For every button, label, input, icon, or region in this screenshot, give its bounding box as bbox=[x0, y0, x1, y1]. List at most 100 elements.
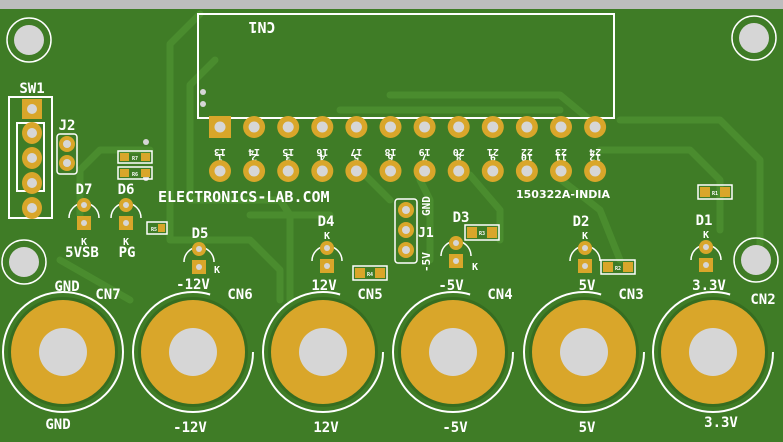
resistor-r6-pad-b bbox=[141, 169, 150, 177]
terminal-hole bbox=[169, 328, 217, 376]
sw1-pad-5-hole bbox=[27, 203, 37, 213]
led-ref-label: D5 bbox=[192, 226, 209, 242]
resistor-r2-label: R2 bbox=[615, 266, 621, 272]
led-cathode-mark: K bbox=[324, 231, 330, 242]
terminal-bottom-label: 12V bbox=[313, 420, 339, 436]
terminal-cn6: CN6-12V bbox=[132, 287, 254, 436]
led-ref-label: D1 bbox=[696, 213, 713, 229]
cn1-pin-number: 3 bbox=[285, 151, 291, 162]
cn1-pin-number-lower: 21 bbox=[487, 146, 499, 157]
led-ref-label: D2 bbox=[573, 214, 590, 230]
part-number: 150322A-INDIA bbox=[516, 188, 611, 201]
resistor-r3-outline bbox=[464, 224, 500, 241]
cn1-pin-number-lower: 17 bbox=[350, 146, 362, 157]
led-d3: D3-5VK bbox=[438, 210, 478, 294]
cn1-pin-number-lower: 18 bbox=[384, 146, 396, 157]
cn1-pin-number: 9 bbox=[490, 151, 496, 162]
resistor-r2: R2 bbox=[600, 259, 636, 275]
resistor-r7-label: R7 bbox=[132, 156, 138, 162]
terminal-hole bbox=[689, 328, 737, 376]
cn1-pin-number: 12 bbox=[589, 151, 601, 162]
terminal-ref-label: CN6 bbox=[227, 287, 252, 303]
resistor-r1: R1 bbox=[697, 184, 733, 200]
cn1-outline bbox=[197, 13, 615, 119]
led-cathode-mark: K bbox=[123, 237, 129, 248]
cn1-pin-number-lower: 24 bbox=[589, 146, 601, 157]
resistor-r6: R6 bbox=[117, 166, 153, 180]
led-pad-hole bbox=[703, 262, 709, 268]
cn1-top-pins bbox=[209, 116, 607, 138]
led-cathode-mark: K bbox=[582, 231, 588, 242]
cn1-pin-hole bbox=[419, 121, 431, 133]
led-pad-hole bbox=[582, 245, 588, 251]
resistor-r7-pad-b bbox=[141, 153, 150, 161]
led-pad-hole bbox=[81, 202, 87, 208]
cn1-pin-hole bbox=[521, 121, 533, 133]
terminal-outline bbox=[523, 291, 645, 413]
resistor-r5-outline bbox=[146, 221, 168, 235]
resistor-r6-pad-a bbox=[120, 169, 129, 177]
cn1-pin-hole bbox=[385, 121, 396, 133]
resistor-r4-pad-a bbox=[355, 268, 365, 278]
led-cathode-mark: K bbox=[214, 265, 220, 276]
led-name-label: 12V bbox=[311, 278, 337, 294]
sw1-pad-3-hole bbox=[27, 153, 37, 163]
j1-pin-1-hole bbox=[402, 206, 410, 214]
resistor-r3-label: R3 bbox=[479, 231, 485, 237]
terminal-outline bbox=[2, 291, 124, 413]
terminal-ref-label: CN5 bbox=[357, 287, 382, 303]
mount-hole-ml-ring bbox=[1, 239, 47, 285]
led-pad-hole bbox=[453, 240, 459, 246]
j2-pin-1-hole bbox=[63, 140, 71, 148]
mount-hole-mr bbox=[741, 245, 771, 275]
via bbox=[143, 139, 149, 145]
cn1-pin-number-lower: 15 bbox=[282, 146, 294, 157]
resistor-r6-label: R6 bbox=[132, 172, 138, 178]
terminal-outline bbox=[132, 291, 254, 413]
led-name-label: 5VSB bbox=[65, 245, 99, 261]
resistor-r5-label: R5 bbox=[151, 227, 157, 233]
terminal-bottom-label: 5V bbox=[579, 420, 596, 436]
terminal-ref-label: CN2 bbox=[750, 292, 775, 308]
resistor-r2-pad-b bbox=[623, 262, 633, 272]
cn1-pin-hole bbox=[589, 165, 601, 177]
cn1-pin-hole bbox=[555, 165, 567, 177]
cn1-pin-hole bbox=[214, 165, 226, 177]
cn1-pin-hole bbox=[316, 121, 328, 133]
board-top-edge bbox=[0, 0, 783, 9]
terminal-hole bbox=[560, 328, 608, 376]
led-pad-hole bbox=[123, 202, 129, 208]
cn1-pin-hole bbox=[316, 165, 328, 177]
led-name-label: -5V bbox=[438, 278, 464, 294]
cn1-pin-hole bbox=[487, 165, 499, 177]
j1-minus5-label: -5V bbox=[420, 252, 433, 272]
terminal-outline bbox=[262, 291, 384, 413]
j1-outline bbox=[394, 198, 418, 264]
cn1-pin-number: 8 bbox=[456, 151, 462, 162]
cn1-pin-number-lower: 22 bbox=[521, 146, 533, 157]
led-pad-hole bbox=[324, 263, 330, 269]
resistor-r3-pad-b bbox=[487, 227, 497, 238]
led-pad-hole bbox=[196, 246, 202, 252]
cn1-bottom-pins bbox=[209, 160, 607, 182]
cn1-pin-hole bbox=[214, 121, 226, 133]
cn1-pin-hole bbox=[453, 121, 465, 133]
resistor-r1-outline bbox=[697, 184, 733, 200]
cn1-pin-number-lower: 20 bbox=[453, 146, 465, 157]
resistor-r2-pad-a bbox=[603, 262, 613, 272]
terminal-cn4: CN4-5V bbox=[392, 287, 514, 436]
vias bbox=[143, 89, 206, 181]
led-ref-label: D3 bbox=[453, 210, 470, 226]
resistor-r1-pad-b bbox=[720, 187, 730, 197]
sw1-pad-4-hole bbox=[27, 178, 37, 188]
